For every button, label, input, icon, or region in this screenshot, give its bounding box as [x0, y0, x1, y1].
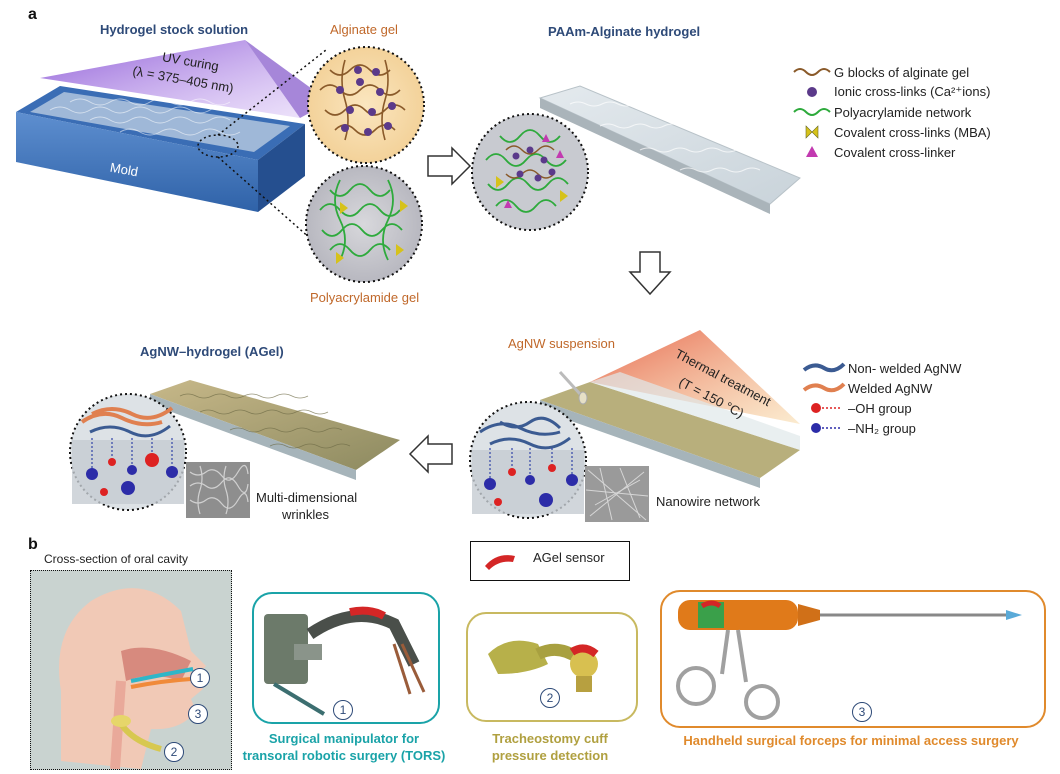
paam-alginate-slab-icon	[538, 85, 801, 214]
panel-b-letter: b	[28, 536, 38, 553]
blue-dot-icon	[800, 418, 848, 438]
agnw-coated-slab-icon	[540, 372, 800, 488]
red-sensor-icon	[485, 555, 515, 570]
magenta-triangle-icon	[790, 142, 834, 162]
legend-label: Polyacrylamide network	[834, 104, 972, 120]
stock-solution-title: Hydrogel stock solution	[100, 22, 249, 37]
non-welded-network-circle-icon	[469, 401, 587, 519]
yellow-bowtie-icon	[790, 122, 834, 142]
legend-item-welded: Welded AgNW	[800, 378, 932, 398]
legend-item-covalent-linker: Covalent cross-linker	[790, 142, 955, 162]
wrinkles-label-2: wrinkles	[282, 507, 329, 522]
polyacrylamide-gel-circle-icon	[305, 165, 423, 283]
alginate-gel-label: Alginate gel	[330, 22, 398, 37]
marker-number-2-box: 2	[540, 688, 560, 708]
legend-item-covalent-mba: Covalent cross-links (MBA)	[790, 122, 991, 142]
caption-line: pressure detection	[491, 748, 609, 763]
dropper-icon	[558, 370, 582, 396]
tracheostomy-tube-icon	[488, 640, 599, 692]
blue-wire-icon	[800, 358, 848, 378]
legend-item-g-blocks: G blocks of alginate gel	[790, 62, 969, 82]
oral-cavity-title: Cross-section of oral cavity	[44, 552, 189, 566]
brown-wavy-line-icon	[790, 62, 834, 82]
tracheostomy-box	[466, 612, 638, 722]
agel-sensor-label: AGel sensor	[533, 550, 605, 565]
head-cross-section-icon	[59, 588, 206, 770]
panel-a-letter: a	[28, 6, 37, 23]
tracheostomy-caption: Tracheostomy cuff pressure detection	[470, 730, 630, 764]
marker-number-3-box: 3	[852, 702, 872, 722]
legend-label: –NH₂ group	[848, 420, 916, 436]
green-wavy-line-icon	[790, 102, 834, 122]
orange-wire-icon	[800, 378, 848, 398]
marker-number-1-box: 1	[333, 700, 353, 720]
process-arrow-down-icon	[628, 251, 672, 296]
marker-number-2: 2	[164, 742, 184, 762]
legend-label: Ionic cross-links (Ca²⁺ions)	[834, 84, 991, 99]
legend-label: Covalent cross-links (MBA)	[834, 124, 991, 140]
marker-number-3: 3	[188, 704, 208, 724]
surgical-forceps-caption: Handheld surgical forceps for minimal ac…	[683, 733, 1019, 748]
agel-sensor-legend: AGel sensor	[470, 541, 630, 581]
process-arrow-right-icon	[427, 146, 472, 186]
process-arrow-left-icon	[408, 434, 453, 474]
legend-item-nh2: –NH₂ group	[800, 418, 916, 438]
legend-item-ionic: Ionic cross-links (Ca²⁺ions)	[790, 82, 990, 102]
legend-item-oh: –OH group	[800, 398, 912, 418]
agel-slab-icon	[150, 380, 400, 480]
wrinkles-label-1: Multi-dimensional	[256, 490, 358, 505]
legend-label: Welded AgNW	[848, 380, 933, 396]
caption-line: transoral robotic surgery (TORS)	[242, 748, 446, 763]
legend-label: Non- welded AgNW	[848, 360, 962, 376]
marker-number-1: 1	[190, 668, 210, 688]
legend-label: –OH group	[848, 400, 912, 416]
caption-line: Surgical manipulator for	[268, 731, 420, 746]
red-dot-icon	[800, 398, 848, 418]
mold-tray-icon	[16, 86, 305, 212]
surgical-forceps-box	[660, 590, 1046, 728]
robotic-manipulator-icon	[264, 606, 426, 716]
agnw-suspension-label: AgNW suspension	[508, 336, 615, 351]
alginate-gel-circle-icon	[307, 46, 425, 164]
surgical-manipulator-box	[252, 592, 440, 724]
nanowire-network-label: Nanowire network	[656, 494, 761, 509]
agel-title: AgNW–hydrogel (AGel)	[140, 344, 284, 359]
legend-label: Covalent cross-linker	[834, 144, 956, 160]
panel-a-lower-graphics	[69, 330, 800, 522]
surgical-manipulator-caption: Surgical manipulator for transoral robot…	[228, 730, 460, 764]
legend-item-non-welded: Non- welded AgNW	[800, 358, 961, 378]
paam-alginate-title: PAAm-Alginate hydrogel	[548, 24, 701, 39]
panel-a-graphics	[16, 40, 801, 296]
surgical-forceps-icon	[676, 600, 1022, 720]
legend-item-polyacrylamide: Polyacrylamide network	[790, 102, 971, 122]
combined-network-circle-icon	[471, 113, 589, 231]
polyacrylamide-gel-label: Polyacrylamide gel	[310, 290, 420, 305]
purple-sphere-icon	[790, 82, 834, 102]
zoom-region-marker	[197, 134, 239, 158]
welded-network-circle-icon	[69, 393, 187, 511]
caption-line: Tracheostomy cuff	[492, 731, 608, 746]
thermal-beam-icon	[590, 330, 800, 424]
oral-cavity-box	[30, 570, 232, 770]
legend-label: G blocks of alginate gel	[834, 64, 970, 80]
